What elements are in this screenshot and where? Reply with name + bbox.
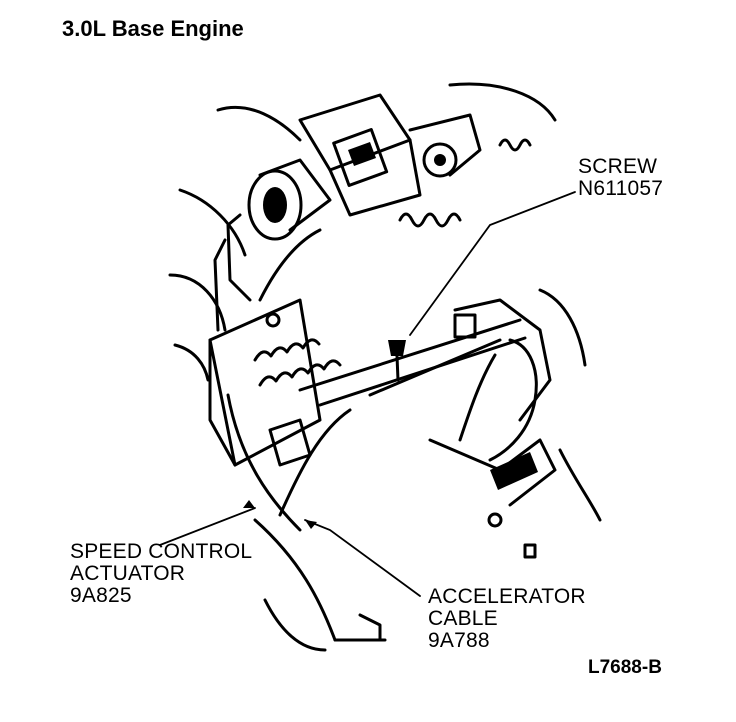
- callout-screw-label: SCREW: [578, 155, 658, 178]
- figure-id: L7688-B: [588, 657, 662, 678]
- throttle-pulley: [428, 298, 557, 559]
- callout-actuator-part-number: 9A825: [70, 584, 132, 607]
- callout-cable-label-2: CABLE: [428, 607, 498, 630]
- cable-bracket: [208, 298, 322, 467]
- callout-screw-part-number: N611057: [578, 177, 664, 200]
- cylinder-linkage: [213, 158, 332, 332]
- callout-actuator-label-2: ACTUATOR: [70, 562, 186, 585]
- linkage-rods: [298, 318, 527, 407]
- return-spring: [398, 138, 532, 228]
- engine-contour-lines: [168, 82, 602, 522]
- callout-screw: SCREW N611057: [578, 156, 663, 200]
- leader-lines: [159, 191, 576, 597]
- callout-cable-part-number: 9A788: [428, 629, 490, 652]
- callout-speed-control-actuator: SPEED CONTROL ACTUATOR 9A825: [70, 541, 252, 607]
- throttle-body: [298, 93, 482, 217]
- callout-actuator-label-1: SPEED CONTROL: [70, 540, 253, 563]
- screw-n611057: [388, 340, 406, 382]
- diagram-title: 3.0L Base Engine: [62, 16, 244, 41]
- callout-cable-label-1: ACCELERATOR: [428, 585, 586, 608]
- callout-accelerator-cable: ACCELERATOR CABLE 9A788: [428, 586, 586, 652]
- coiled-cable: [253, 338, 342, 387]
- accelerator-cable: [253, 518, 387, 652]
- actuator-cable: [226, 393, 352, 532]
